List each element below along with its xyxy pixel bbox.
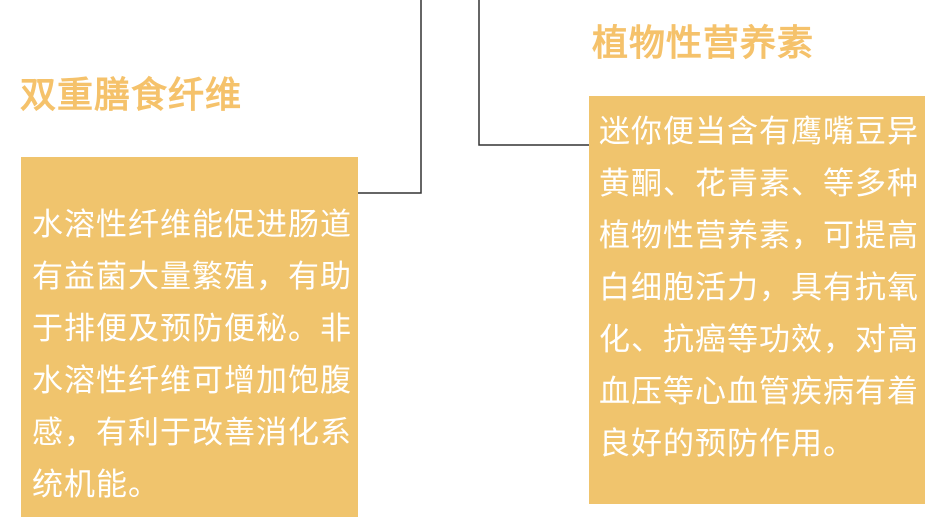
left-connector-line (358, 0, 422, 194)
card-dietary-fiber: 水溶性纤维能促进肠道有益菌大量繁殖，有助于排便及预防便秘。非水溶性纤维可增加饱腹… (21, 157, 358, 517)
heading-phytonutrients: 植物性营养素 (592, 23, 815, 64)
card-phytonutrients: 迷你便当含有鹰嘴豆异黄酮、花青素、等多种植物性营养素，可提高白细胞活力，具有抗氧… (589, 96, 925, 504)
right-connector-line (478, 0, 589, 146)
heading-dual-dietary-fiber: 双重膳食纤维 (20, 75, 243, 116)
card-phytonutrients-text: 迷你便当含有鹰嘴豆异黄酮、花青素、等多种植物性营养素，可提高白细胞活力，具有抗氧… (599, 114, 919, 462)
card-dietary-fiber-text: 水溶性纤维能促进肠道有益菌大量繁殖，有助于排便及预防便秘。非水溶性纤维可增加饱腹… (32, 207, 352, 503)
